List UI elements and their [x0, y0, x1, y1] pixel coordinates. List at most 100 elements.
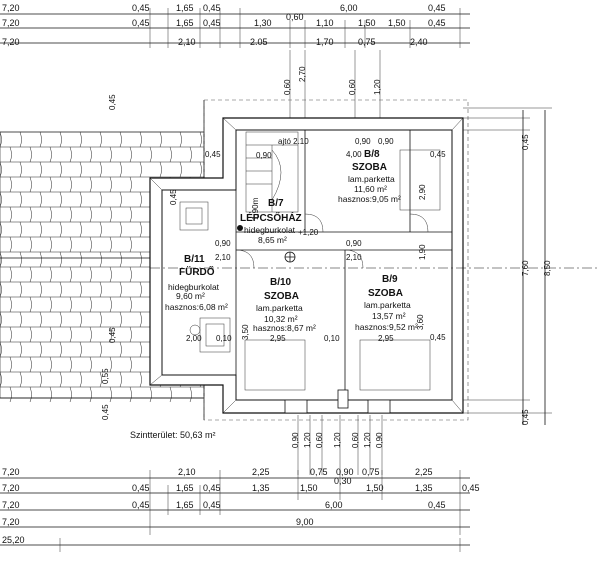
bot-dim-3-e: 6,00: [325, 500, 343, 510]
building-walls: [149, 99, 469, 421]
top-vdim-c: 0,60: [348, 79, 357, 95]
top-dim-3-d: 1,70: [316, 37, 334, 47]
top-dim-2-b: 0,45: [132, 18, 150, 28]
room-b10-useful: hasznos:8,67 m²: [253, 323, 316, 333]
b7-door-b: 2,10: [215, 253, 231, 262]
room-b11-useful: hasznos:6,08 m²: [165, 302, 228, 312]
bot-dim-2-b: 0,45: [132, 483, 150, 493]
top-dim-3-e: 0,75: [358, 37, 376, 47]
right-dim-top: 0,45: [521, 134, 530, 150]
top-vdim-b: 2,70: [298, 66, 307, 82]
bot-vdim-c: 0,60: [315, 432, 324, 448]
room-b11-name: FÜRDŐ: [179, 265, 215, 278]
b7-right-b: 2,10: [346, 253, 362, 262]
room-b11-id: B/11: [184, 254, 205, 265]
bot-dim-2-d: 0,45: [203, 483, 221, 493]
bot-vdim-e: 0,60: [351, 432, 360, 448]
room-b9-id: B/9: [382, 274, 398, 285]
top-dim-3-f: 2,40: [410, 37, 428, 47]
bot-dim-1-b: 2,10: [178, 467, 196, 477]
bot-dim-5-a: 25,20: [2, 535, 25, 545]
top-dim-2-e: 1,30: [254, 18, 272, 28]
top-dim-1-f: 0,45: [428, 3, 446, 13]
bot-dim-1-a: 7,20: [2, 467, 20, 477]
top-dim-2-g: 1,10: [316, 18, 334, 28]
top-dim-3-a: 7,20: [2, 37, 20, 47]
top-dim-1-d: 0,45: [203, 3, 221, 13]
room-b10-id: B/10: [270, 277, 292, 288]
bot-dim-4-a: 7,20: [2, 517, 20, 527]
room-b8-useful: hasznos:9,05 m²: [338, 194, 401, 204]
bot-dim-1-f: 0,75: [362, 467, 380, 477]
misc-a: 0,45: [205, 150, 221, 159]
room-b7: B/7 LÉPCSŐHÁZ hidegburkolat 8,65 m²: [240, 198, 302, 245]
bot-dim-3-b: 0,45: [132, 500, 150, 510]
misc-f: 2,90: [418, 184, 427, 200]
top-dim-1-e: 6,00: [340, 3, 358, 13]
bot-dim-3-a: 7,20: [2, 500, 20, 510]
room-b11: B/11 FÜRDŐ hidegburkolat 9,60 m² hasznos…: [165, 254, 228, 312]
bot-dim-1-c: 2,25: [252, 467, 270, 477]
top-dim-3-c: 2.05: [250, 37, 268, 47]
room-b9: B/9 SZOBA lam.parketta 13,57 m² hasznos:…: [355, 274, 418, 332]
bot-dim-2-i: 0,45: [462, 483, 480, 493]
top-dim-2-c: 1,65: [176, 18, 194, 28]
misc-g: 1,90: [418, 244, 427, 260]
top-dim-2-f: 0,60: [286, 12, 304, 22]
room-b7-area: 8,65 m²: [258, 235, 287, 245]
top-dim-2-i: 1,50: [388, 18, 406, 28]
room-b8-name: SZOBA: [352, 162, 387, 173]
b8-door-a: 0,90: [355, 137, 371, 146]
bot-dim-3-d: 0,45: [203, 500, 221, 510]
top-dim-2-j: 0,45: [428, 18, 446, 28]
misc-i: 0,45: [169, 189, 178, 205]
room-b8-area: 11,60 m²: [354, 184, 387, 194]
room-b9-name: SZOBA: [368, 288, 403, 299]
bot-dim-2-a: 7,20: [2, 483, 20, 493]
misc-d: 3,50: [241, 324, 250, 340]
bot-vdim-b: 1,20: [303, 432, 312, 448]
bottom-dimension-lines: 7,20 2,10 2,25 0,75 0,90 0,75 2,25 0,30 …: [0, 467, 480, 552]
bot-vdim-f: 1,20: [363, 432, 372, 448]
right-dim-total: 8,50: [543, 260, 552, 276]
right-dim-mid: 7,60: [521, 260, 530, 276]
room-b8-id: B/8: [364, 149, 380, 160]
room-b9-useful: hasznos:9,52 m²: [355, 322, 418, 332]
room-b10-area: 10,32 m²: [264, 314, 298, 324]
top-vertical-dims: 0,60 2,70 0,60 1,20: [283, 50, 382, 118]
bot-dim-2-c: 1,65: [176, 483, 194, 493]
room-b7-id: B/7: [268, 198, 284, 209]
bot-dim-1-g: 2,25: [415, 467, 433, 477]
b7-right-a: 0,90: [346, 239, 362, 248]
bot-dim-2-g: 1,50: [366, 483, 384, 493]
top-dim-3-b: 2,10: [178, 37, 196, 47]
misc-h: 3,60: [416, 314, 425, 330]
bot-vdim-d: 1,20: [333, 432, 342, 448]
b11-dim-b: 0,10: [216, 334, 232, 343]
room-b11-area: 9,60 m²: [176, 291, 205, 301]
top-dimension-lines: 7,20 0,45 1,65 0,45 6,00 0,45 7,20 0,45 …: [0, 3, 470, 48]
right-dim-bot: 0,45: [521, 409, 530, 425]
b8-door-b: 0,90: [378, 137, 394, 146]
room-b8-floor: lam.parketta: [348, 174, 395, 184]
room-b7-name: LÉPCSŐHÁZ: [240, 211, 302, 224]
bot-vdim-g: 0,90: [375, 432, 384, 448]
bot-dim-1-sub: 0,30: [334, 476, 352, 486]
top-dim-2-a: 7,20: [2, 18, 20, 28]
left-vdim-b: 0,45: [108, 327, 117, 343]
top-vdim-d: 1,20: [373, 79, 382, 95]
b11-dim-a: 2,00: [186, 334, 202, 343]
level-mark: +1,20: [298, 228, 319, 237]
bot-dim-3-f: 0,45: [428, 500, 446, 510]
bot-dim-3-c: 1,65: [176, 500, 194, 510]
left-vdim-d: 0,45: [101, 404, 110, 420]
bot-dim-4-b: 9,00: [296, 517, 314, 527]
left-vdim-c: 0,55: [101, 368, 110, 384]
room-b7-floor: hidegburkolat: [244, 225, 296, 235]
top-vdim-a: 0,60: [283, 79, 292, 95]
b7-door-a: 0,90: [215, 239, 231, 248]
b10-dim-b: 0,10: [324, 334, 340, 343]
bottom-vertical-dims: 0,90 1,20 0,60 1,20 0,60 1,20 0,90: [291, 415, 384, 475]
room-b9-floor: lam.parketta: [364, 300, 411, 310]
bot-dim-2-f: 1,50: [300, 483, 318, 493]
